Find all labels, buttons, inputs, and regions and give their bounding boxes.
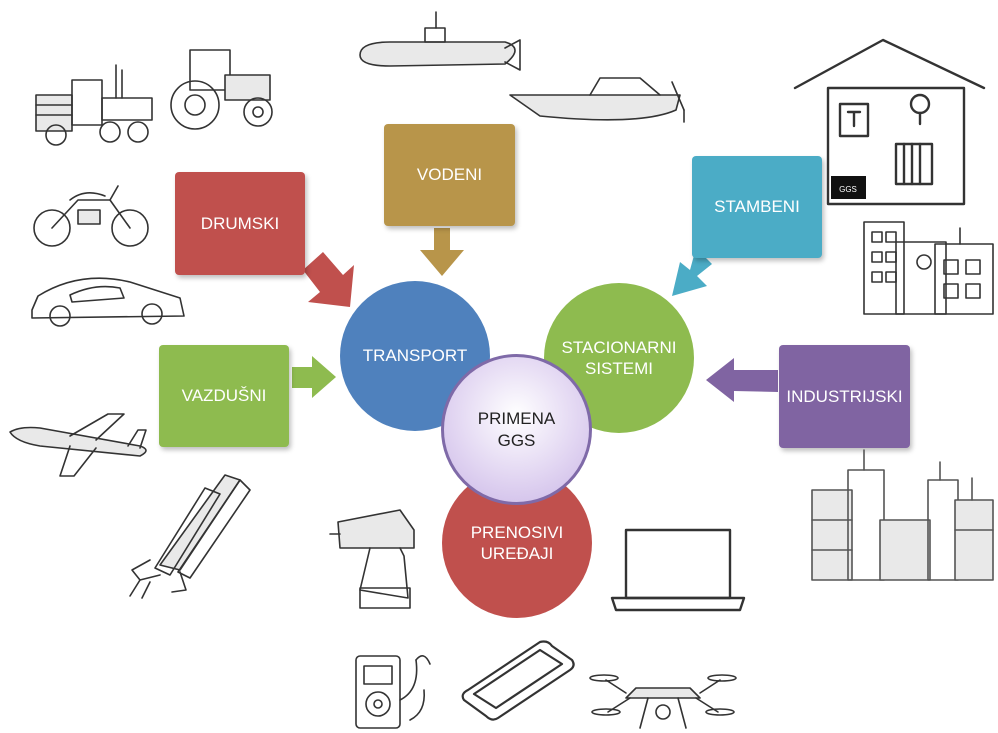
space-shuttle-icon xyxy=(129,474,251,599)
laptop-icon xyxy=(610,528,746,612)
hub-stationary-label-2: SISTEMI xyxy=(584,359,653,378)
house-ggs-label: GGS xyxy=(839,185,857,194)
arrow-water xyxy=(420,228,464,276)
category-residential: STAMBENI xyxy=(692,156,822,258)
buildings-icon xyxy=(863,221,994,315)
category-air-label: VAZDUŠNI xyxy=(181,386,267,405)
submarine-icon xyxy=(359,11,521,71)
arrow-road xyxy=(303,252,354,307)
factory-icon xyxy=(811,449,994,581)
hub-portable-label-1: PRENOSIVI xyxy=(470,522,564,542)
category-industrial: INDUSTRIJSKI xyxy=(779,345,910,448)
category-air: VAZDUŠNI xyxy=(159,345,289,447)
category-road-label: DRUMSKI xyxy=(200,213,280,233)
hub-stationary-label-1: STACIONARNI xyxy=(561,337,677,357)
category-water: VODENI xyxy=(384,124,515,226)
boat-icon xyxy=(509,77,685,123)
drill-icon xyxy=(329,509,415,609)
house-icon xyxy=(793,38,986,206)
center-label-1: PRIMENA xyxy=(477,409,556,429)
arrow-residential xyxy=(672,248,712,296)
car-icon xyxy=(31,277,185,327)
hub-transport-label: TRANSPORT xyxy=(362,346,468,366)
center-label-2: GGS xyxy=(497,430,536,450)
airplane-icon xyxy=(9,413,147,477)
category-water-label: VODENI xyxy=(416,165,483,184)
music-player-icon xyxy=(355,655,431,729)
center-circle: PRIMENA GGS xyxy=(441,354,592,505)
truck-icon xyxy=(35,64,153,146)
arrow-industrial xyxy=(706,358,778,402)
tractor-icon xyxy=(170,49,273,130)
smartphone-icon xyxy=(461,640,575,721)
category-industrial-label: INDUSTRIJSKI xyxy=(786,386,903,406)
arrow-air xyxy=(292,356,336,398)
drone-icon xyxy=(589,674,737,729)
category-road: DRUMSKI xyxy=(175,172,305,275)
hub-portable-label-2: UREĐAJI xyxy=(480,544,554,563)
house-ggs-unit xyxy=(831,176,866,199)
category-residential-label: STAMBENI xyxy=(714,197,800,216)
motorcycle-icon xyxy=(33,185,149,247)
